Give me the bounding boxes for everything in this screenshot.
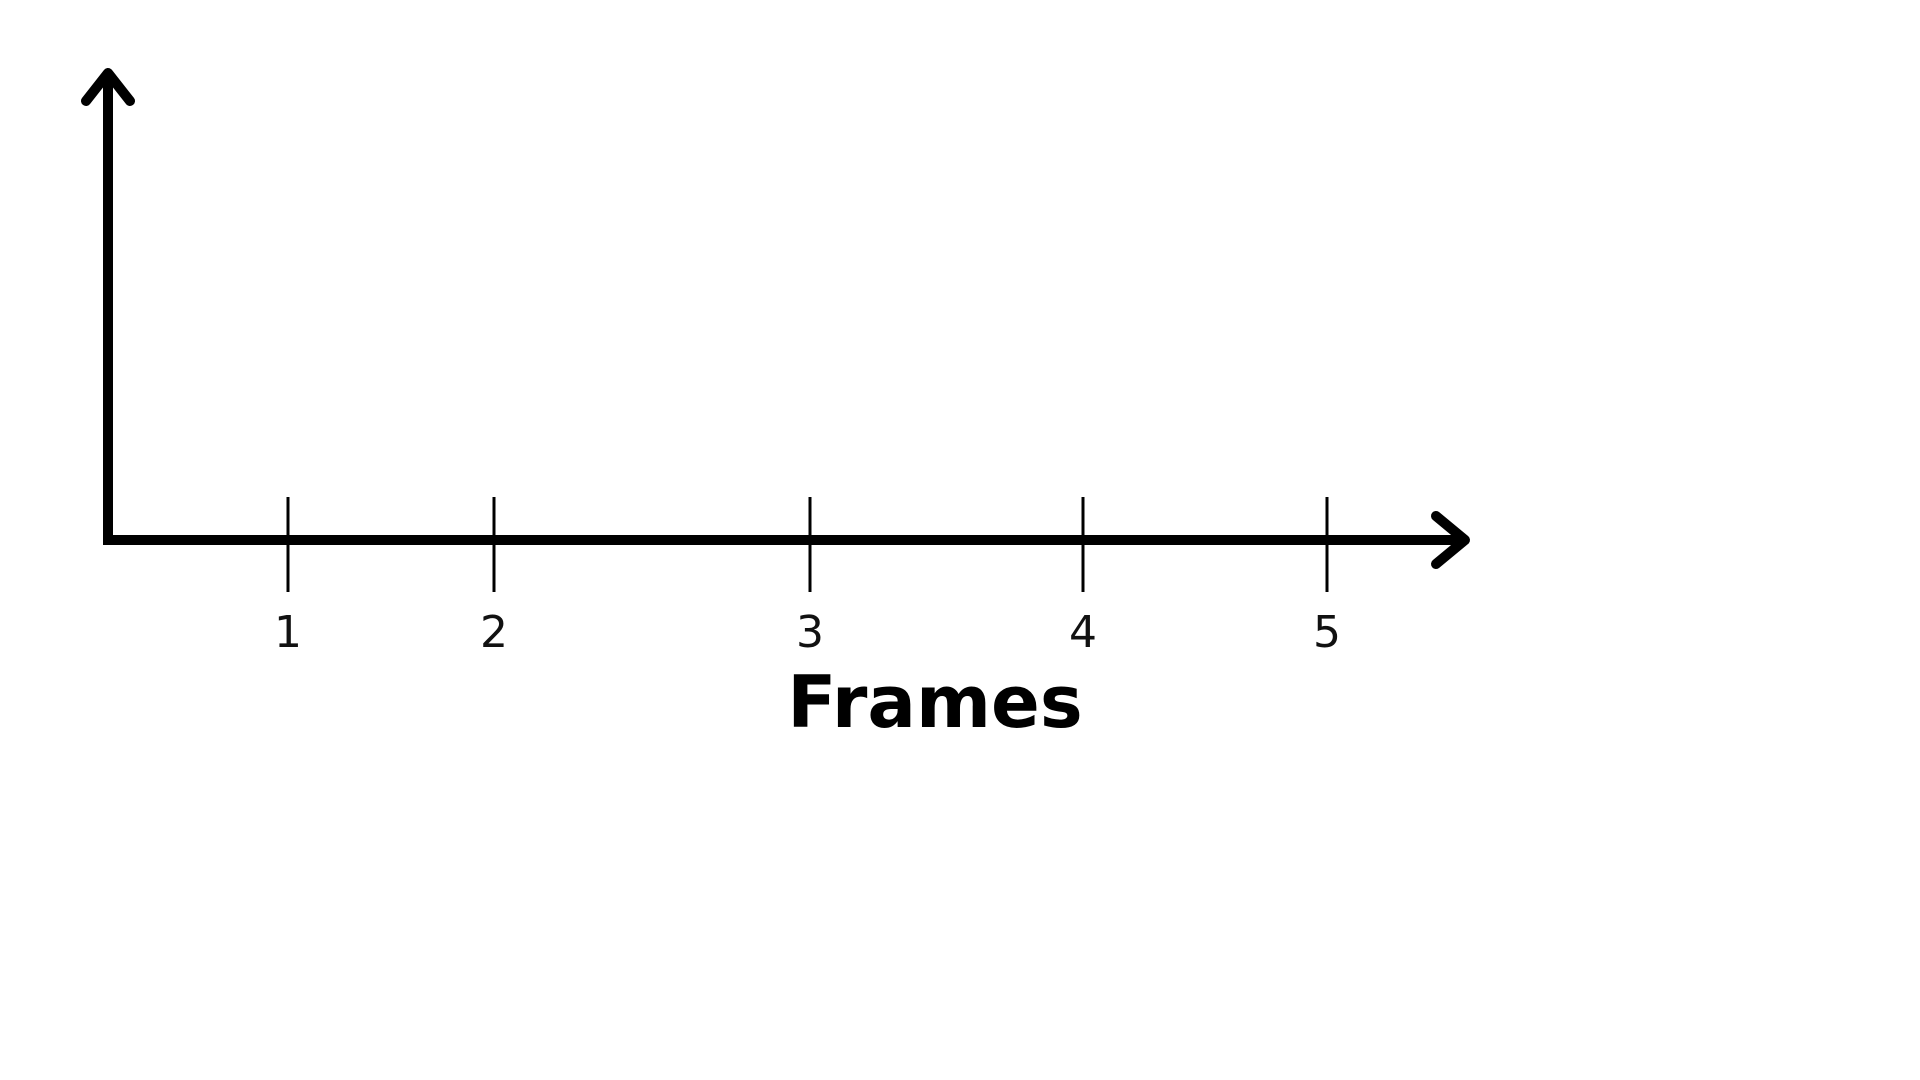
- tick-label-4: 4: [1069, 607, 1097, 658]
- tick-label-5: 5: [1313, 607, 1341, 658]
- tick-label-1: 1: [274, 607, 302, 658]
- x-axis-title: Frames: [787, 660, 1082, 744]
- tick-label-3: 3: [796, 607, 824, 658]
- x-axis-arrowhead: [1431, 511, 1470, 569]
- x-axis-ticks: 1 2 3 4 5: [274, 497, 1341, 658]
- tick-label-2: 2: [480, 607, 508, 658]
- y-axis-arrowhead: [81, 68, 135, 106]
